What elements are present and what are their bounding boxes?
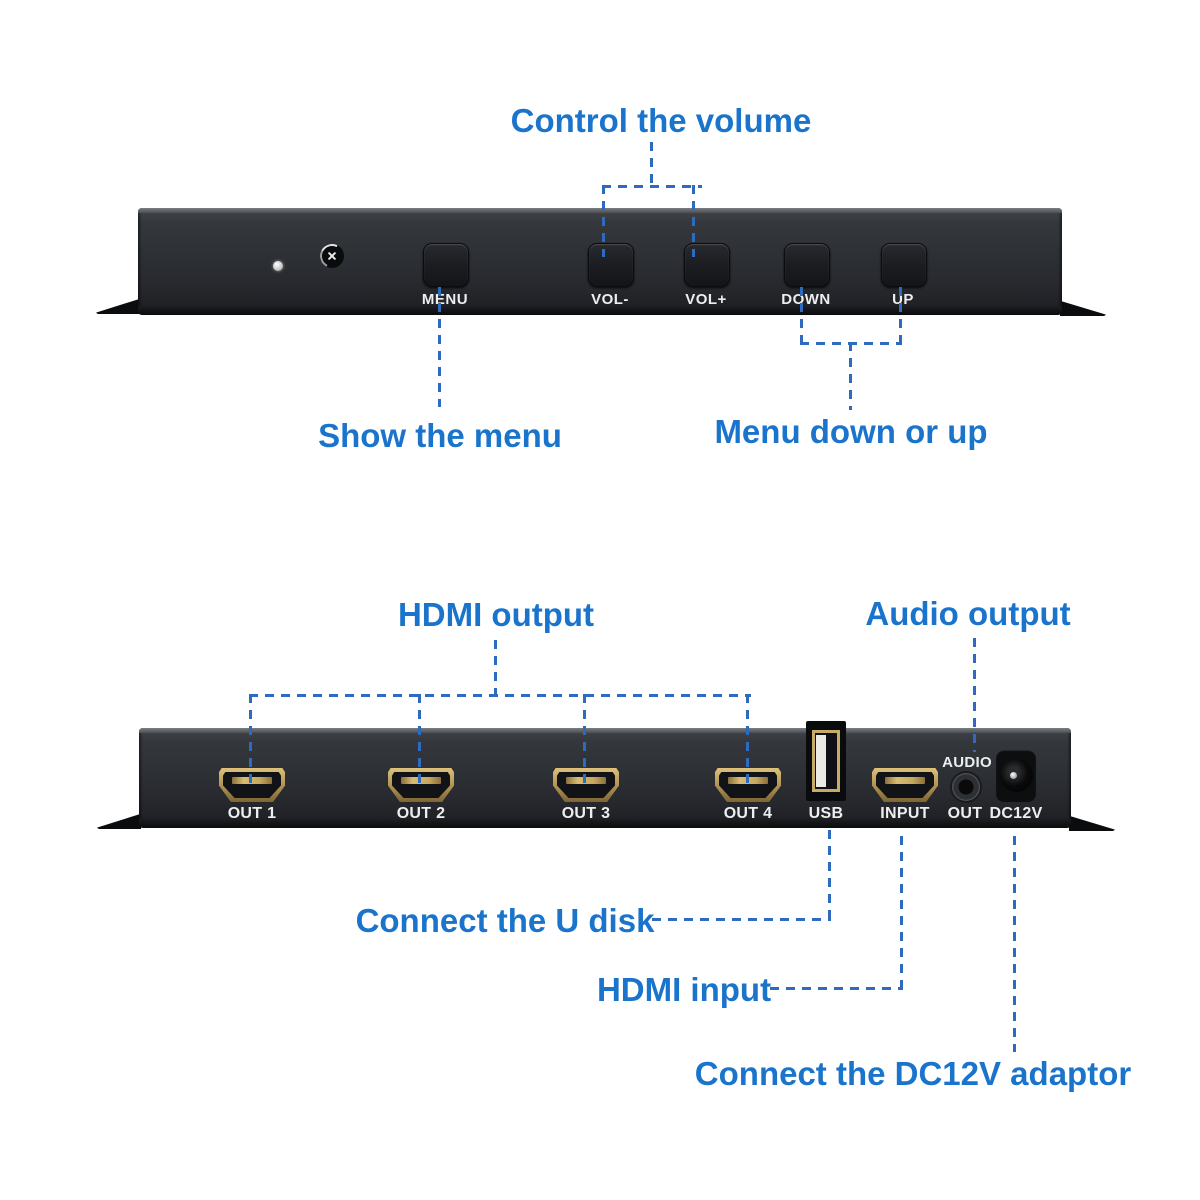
hdmi-port-out-2 bbox=[388, 768, 454, 802]
chassis-top-edge bbox=[138, 208, 1062, 213]
annotation-show-menu: Show the menu bbox=[318, 417, 562, 454]
hdmi-cavity bbox=[876, 772, 934, 798]
connector-line bbox=[438, 287, 441, 407]
annotation-hdmi-output: HDMI output bbox=[397, 596, 595, 633]
port-label-out1: OUT 1 bbox=[227, 805, 277, 822]
chassis-bottom-edge bbox=[138, 306, 1062, 314]
vol-plus-button-label: VOL+ bbox=[685, 291, 727, 308]
connector-line bbox=[692, 185, 695, 257]
vol-plus-button bbox=[684, 243, 730, 287]
annotation-menu-down-up: Menu down or up bbox=[714, 413, 988, 450]
port-label-audio-out: OUT bbox=[947, 805, 983, 822]
chassis-top-edge bbox=[139, 728, 1071, 733]
hdmi-port-out-3 bbox=[553, 768, 619, 802]
port-label-usb: USB bbox=[808, 805, 844, 822]
menu-button-label: MENU bbox=[421, 291, 469, 308]
rear-panel-device: OUT 1 OUT 2 OUT 3 OUT 4 USB INPUT AUDIO … bbox=[139, 721, 1071, 827]
usb-port bbox=[806, 721, 846, 801]
connector-line bbox=[652, 918, 831, 921]
connector-line bbox=[770, 987, 903, 990]
port-label-dc12v: DC12V bbox=[989, 805, 1043, 822]
mounting-ear bbox=[1069, 815, 1115, 831]
mounting-ear bbox=[97, 813, 141, 829]
hdmi-cavity bbox=[392, 772, 450, 798]
menu-button bbox=[423, 243, 469, 287]
connector-line bbox=[583, 694, 586, 790]
connector-line bbox=[900, 836, 903, 988]
annotation-control-volume: Control the volume bbox=[510, 102, 812, 139]
hdmi-contacts bbox=[401, 777, 441, 784]
connector-line bbox=[418, 694, 421, 790]
down-button-label: DOWN bbox=[781, 291, 831, 308]
port-label-audio: AUDIO bbox=[942, 754, 992, 771]
up-button-label: UP bbox=[892, 291, 914, 308]
hdmi-cavity bbox=[557, 772, 615, 798]
connector-line bbox=[899, 287, 902, 344]
port-label-out3: OUT 3 bbox=[561, 805, 611, 822]
port-label-out4: OUT 4 bbox=[723, 805, 773, 822]
connector-line bbox=[602, 185, 605, 257]
dc-power-jack bbox=[996, 750, 1036, 802]
connector-line bbox=[849, 342, 852, 410]
vol-minus-button-label: VOL- bbox=[591, 291, 629, 308]
connector-line bbox=[746, 694, 749, 790]
usb-tongue bbox=[816, 735, 826, 787]
connector-line bbox=[494, 640, 497, 695]
annotation-connect-u-disk: Connect the U disk bbox=[355, 902, 655, 939]
hdmi-contacts bbox=[232, 777, 272, 784]
hdmi-port-out-1 bbox=[219, 768, 285, 802]
connector-line bbox=[800, 287, 803, 344]
dc-jack-pin bbox=[1010, 772, 1017, 779]
port-label-out2: OUT 2 bbox=[396, 805, 446, 822]
up-button bbox=[881, 243, 927, 287]
mounting-ear bbox=[96, 298, 140, 314]
annotation-hdmi-input: HDMI input bbox=[596, 971, 772, 1008]
mounting-ear bbox=[1060, 300, 1106, 316]
connector-line bbox=[650, 142, 653, 186]
audio-jack bbox=[952, 773, 980, 801]
connector-line bbox=[249, 694, 751, 697]
hdmi-port-input bbox=[872, 768, 938, 802]
hdmi-cavity bbox=[223, 772, 281, 798]
connector-line bbox=[828, 830, 831, 919]
port-label-input: INPUT bbox=[880, 805, 930, 822]
annotation-audio-output: Audio output bbox=[865, 595, 1071, 632]
down-button bbox=[784, 243, 830, 287]
hdmi-contacts bbox=[566, 777, 606, 784]
connector-line bbox=[1013, 836, 1016, 1052]
front-panel-device: MENU VOL- VOL+ DOWN UP bbox=[138, 208, 1062, 314]
hdmi-contacts bbox=[885, 777, 925, 784]
vol-minus-button bbox=[588, 243, 634, 287]
connector-line bbox=[973, 638, 976, 752]
annotation-connect-dc12v: Connect the DC12V adaptor bbox=[694, 1055, 1132, 1092]
connector-line bbox=[602, 185, 702, 188]
chassis-bottom-edge bbox=[139, 819, 1071, 827]
ir-receiver-icon bbox=[316, 240, 348, 272]
power-led bbox=[273, 261, 283, 271]
connector-line bbox=[249, 694, 252, 790]
